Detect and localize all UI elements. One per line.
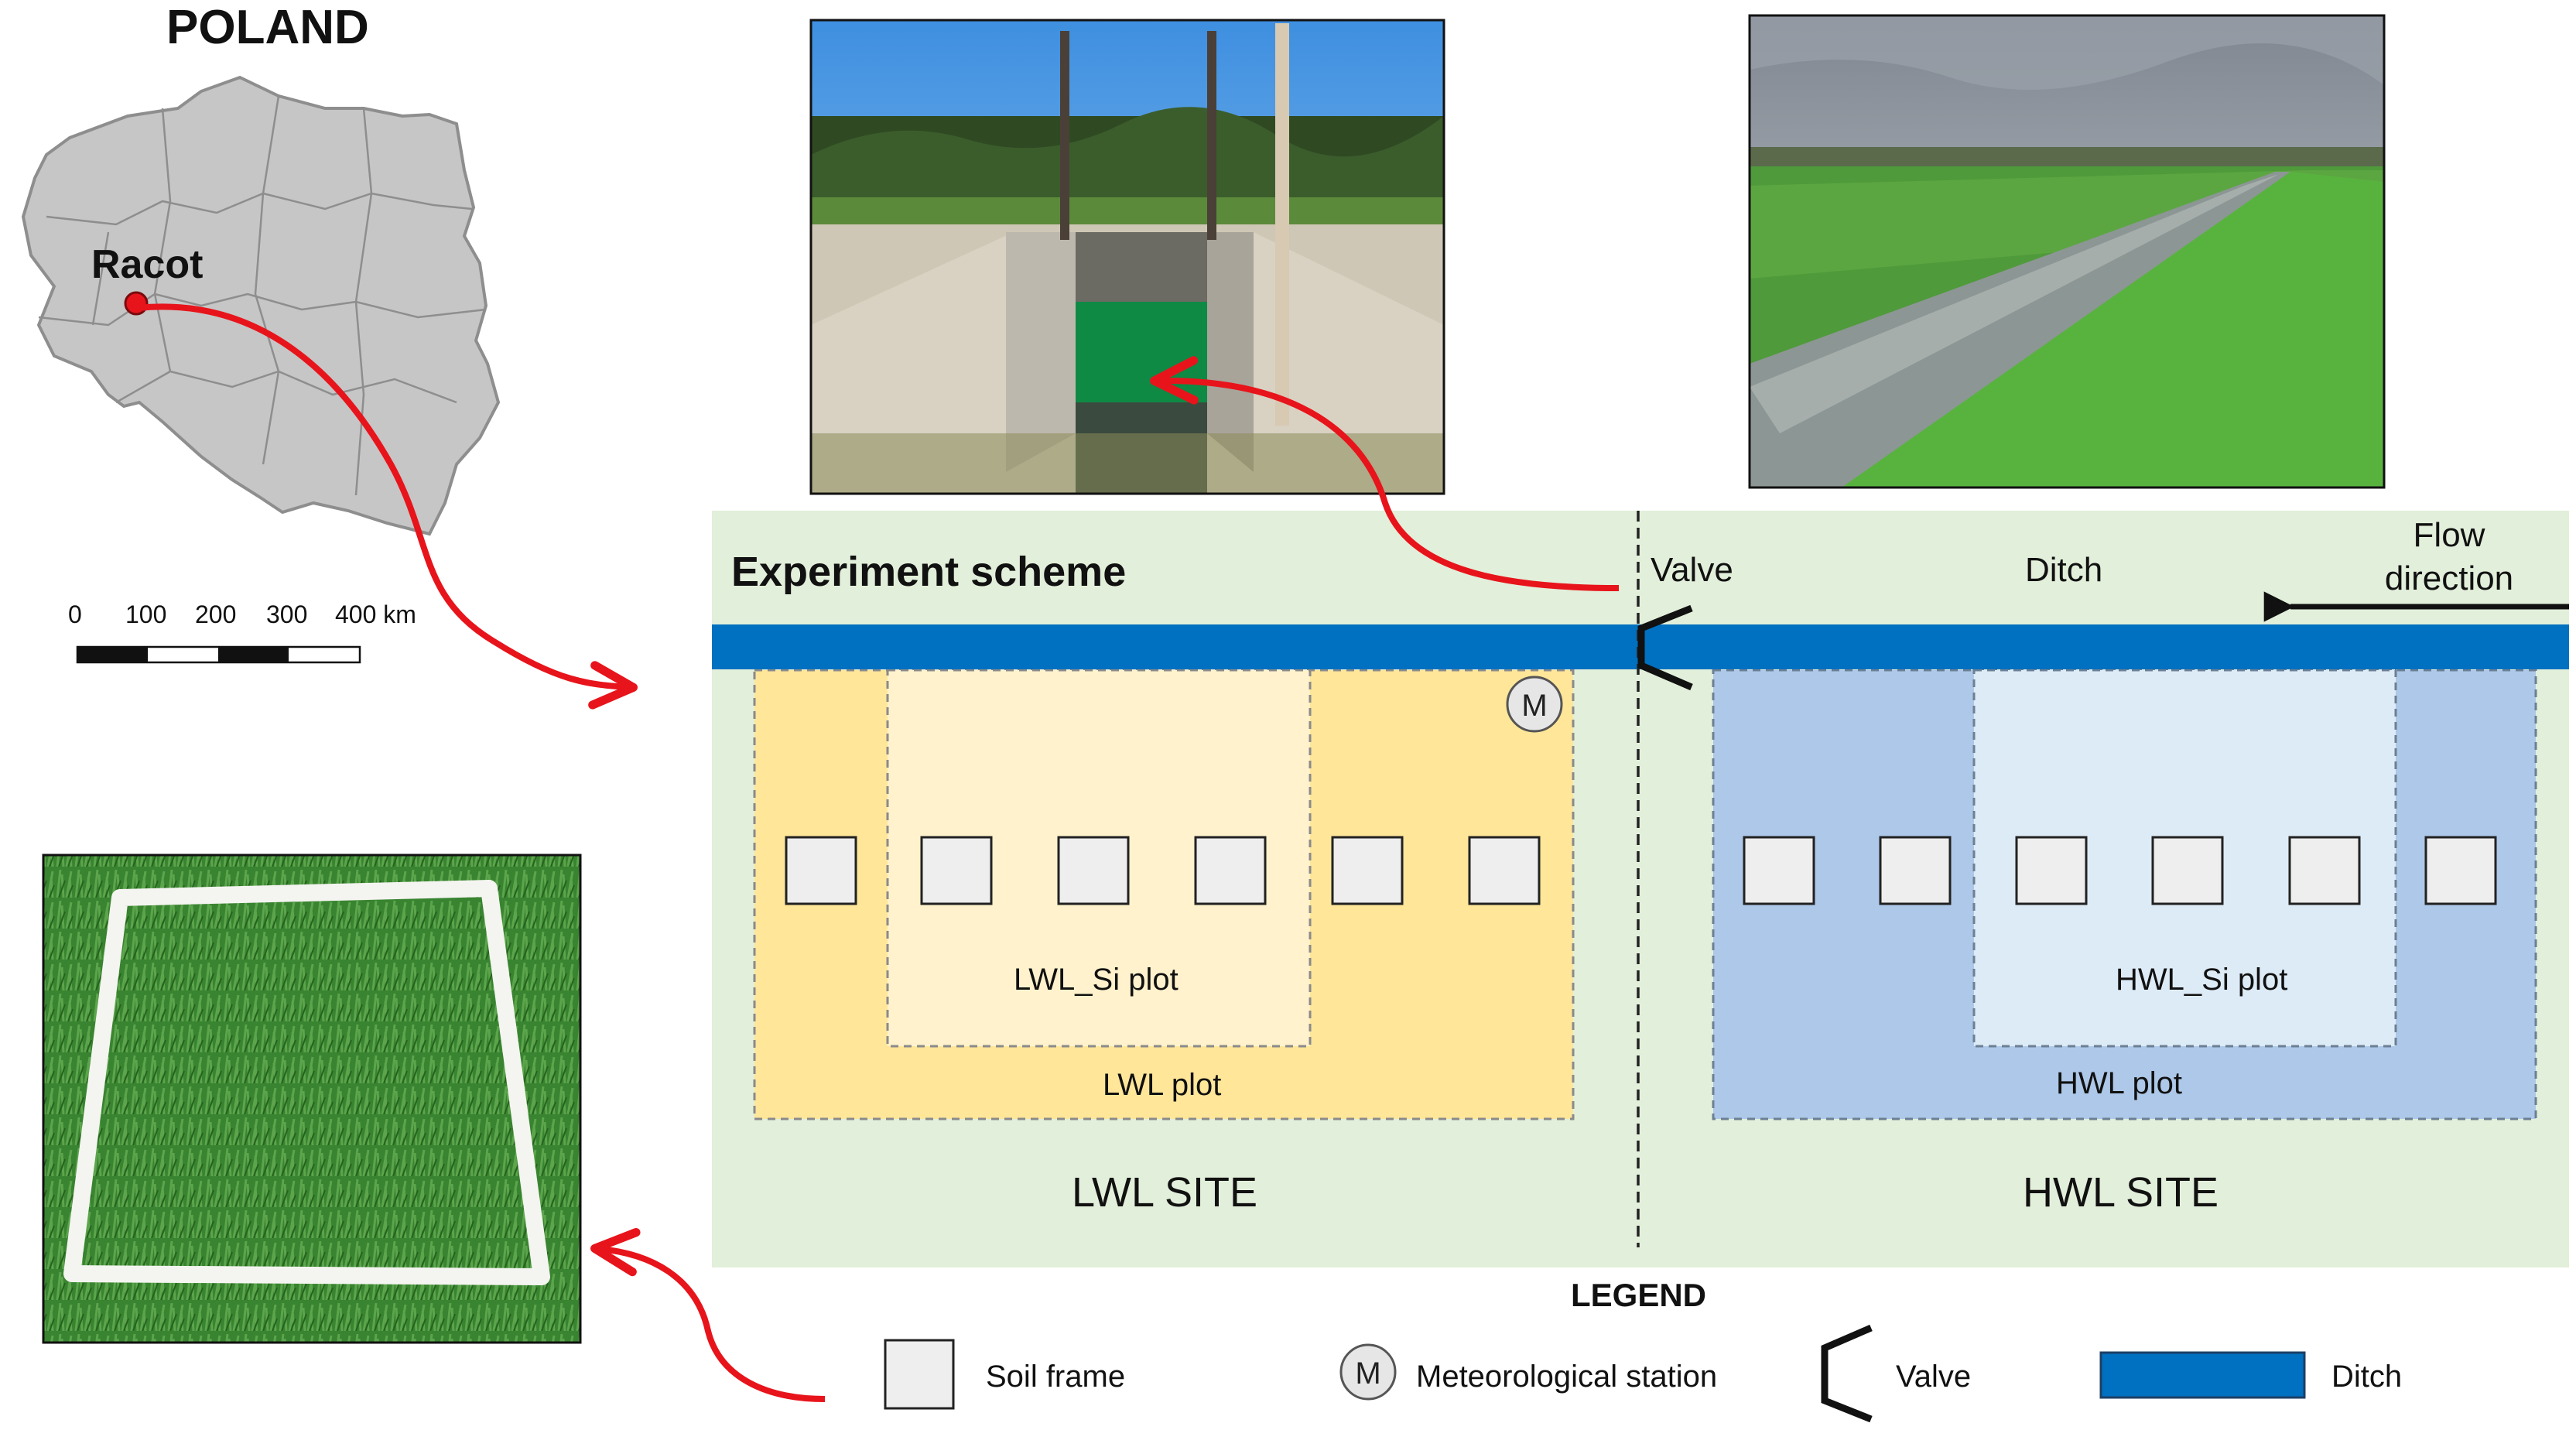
hwl-plot-label: HWL plot: [2056, 1066, 2183, 1100]
legend-valve-label: Valve: [1896, 1360, 1972, 1394]
flow-direction-label: Flow direction: [2384, 516, 2514, 597]
lwl-plot-label: LWL plot: [1103, 1068, 1222, 1102]
legend-soil-frame-label: Soil frame: [986, 1360, 1126, 1394]
photo-ditch: [1750, 15, 2384, 488]
ditch-label: Ditch: [2025, 551, 2103, 589]
soil-frame: [1057, 836, 1130, 905]
station-symbol: M: [1521, 689, 1547, 723]
scale-bar: [76, 645, 361, 664]
scale-label-400: 400 km: [335, 600, 416, 628]
hwl-soil-frames: [1743, 836, 2497, 905]
soil-frame: [2288, 836, 2361, 905]
hwl-si-plot-label: HWL_Si plot: [2116, 963, 2288, 997]
country-title: POLAND: [166, 1, 369, 54]
soil-frame: [1468, 836, 1541, 905]
lwl-si-plot-label: LWL_Si plot: [1014, 963, 1179, 997]
arrow-valve-to-photo: [1150, 356, 1620, 591]
soil-frame: [920, 836, 993, 905]
photo-valve-frame: [809, 19, 1445, 495]
hwl-site-label: HWL SITE: [2023, 1169, 2219, 1216]
legend-title: LEGEND: [1571, 1277, 1707, 1313]
photo-soil-frame: [43, 855, 580, 1343]
scale-label-100: 100: [125, 600, 167, 628]
scale-label-300: 300: [266, 600, 308, 628]
legend-valve-icon: [1821, 1324, 1873, 1423]
soil-frame: [1194, 836, 1267, 905]
soil-frame: [2151, 836, 2224, 905]
poland-map: [21, 75, 501, 536]
soil-frame: [1331, 836, 1404, 905]
country-shape: [21, 75, 501, 536]
soil-frame: [1743, 836, 1815, 905]
photo-ditch-frame: [1748, 14, 2386, 489]
legend-soil-frame-icon: [884, 1339, 955, 1410]
site-marker: [124, 291, 149, 316]
arrow-legend-to-photo: [590, 1228, 826, 1402]
soil-frame: [2424, 836, 2497, 905]
station-icon: [1506, 676, 1563, 733]
site-name: Racot: [91, 242, 204, 287]
valve-icon: [1637, 604, 1693, 691]
soil-frame: [785, 836, 857, 905]
soil-frame: [2015, 836, 2088, 905]
legend-station-icon: [1339, 1343, 1397, 1401]
scale-label-200: 200: [195, 600, 237, 628]
legend-ditch-icon: [2099, 1351, 2306, 1399]
legend-station-symbol: M: [1355, 1356, 1380, 1391]
lwl-soil-frames: [785, 836, 1541, 905]
photo-soil-frame-border: [42, 854, 582, 1344]
scale-label-0: 0: [68, 600, 82, 628]
legend-ditch-label: Ditch: [2331, 1360, 2403, 1394]
scheme-title: Experiment scheme: [731, 549, 1127, 595]
legend-station-label: Meteorological station: [1416, 1360, 1718, 1394]
soil-frame: [1879, 836, 1952, 905]
arrow-map-to-scheme: [137, 303, 638, 710]
lwl-site-label: LWL SITE: [1072, 1169, 1258, 1216]
photo-valve: [811, 20, 1444, 494]
region-borders: [38, 95, 487, 496]
valve-label: Valve: [1651, 551, 1733, 589]
